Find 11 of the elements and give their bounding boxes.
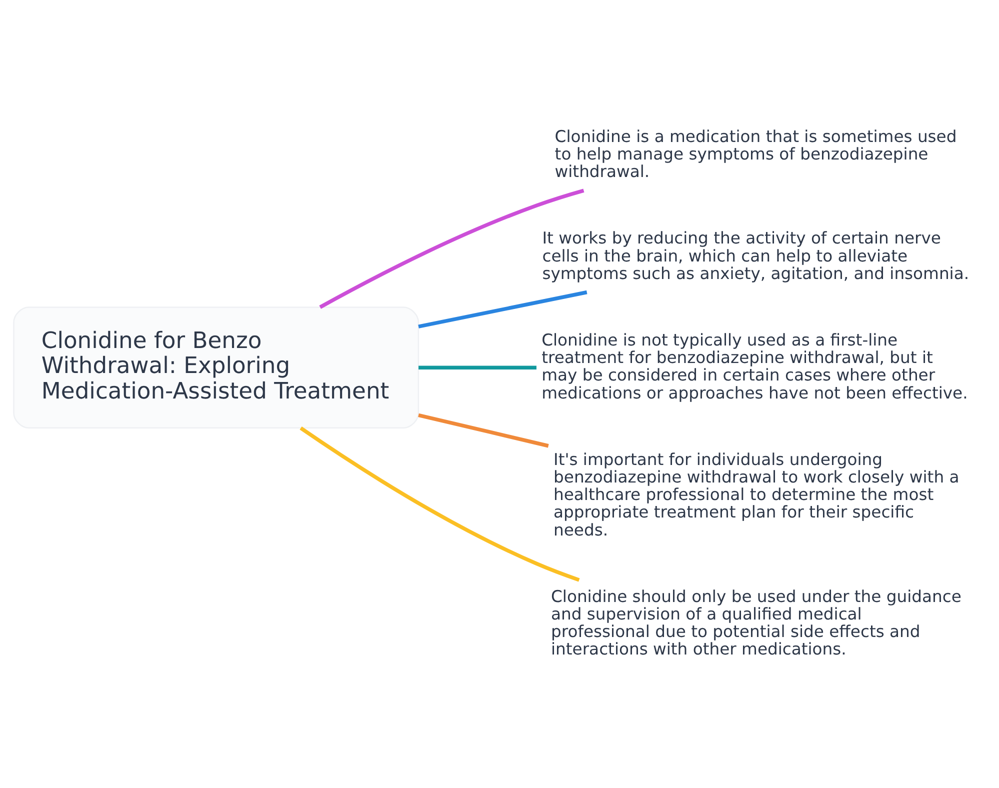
node-text: It's important for individuals undergoing benzodiazepine withdrawal to work closely with a healthcare professional to determine the most appropriate treatment plan for their specific needs.: [554, 450, 960, 540]
node-box: Clonidine for Benzo Withdrawal: Exploring Medication-Assisted Treatment: [13, 306, 420, 429]
connector: [418, 366, 536, 370]
connector: [319, 188, 584, 309]
node-text: Clonidine is not typically used as a first-line treatment for benzodiazepine withdrawal, but it may be considered in certain cases where other medications or approaches have not been effective.: [542, 330, 968, 402]
node-text: It works by reducing the activity of certain nerve cells in the brain, which can help to alleviate symptoms such as anxiety, agitation, and insomnia.: [542, 228, 970, 283]
connector: [418, 290, 588, 328]
node-text: Clonidine should only be used under the guidance and supervision of a qualified medical professional due to potential side effects and interactions with other medications.: [551, 586, 962, 659]
connector: [300, 426, 580, 582]
connector: [418, 413, 549, 448]
node-text: Clonidine is a medication that is sometimes used to help manage symptoms of benzodiazepine withdrawal.: [554, 126, 957, 182]
